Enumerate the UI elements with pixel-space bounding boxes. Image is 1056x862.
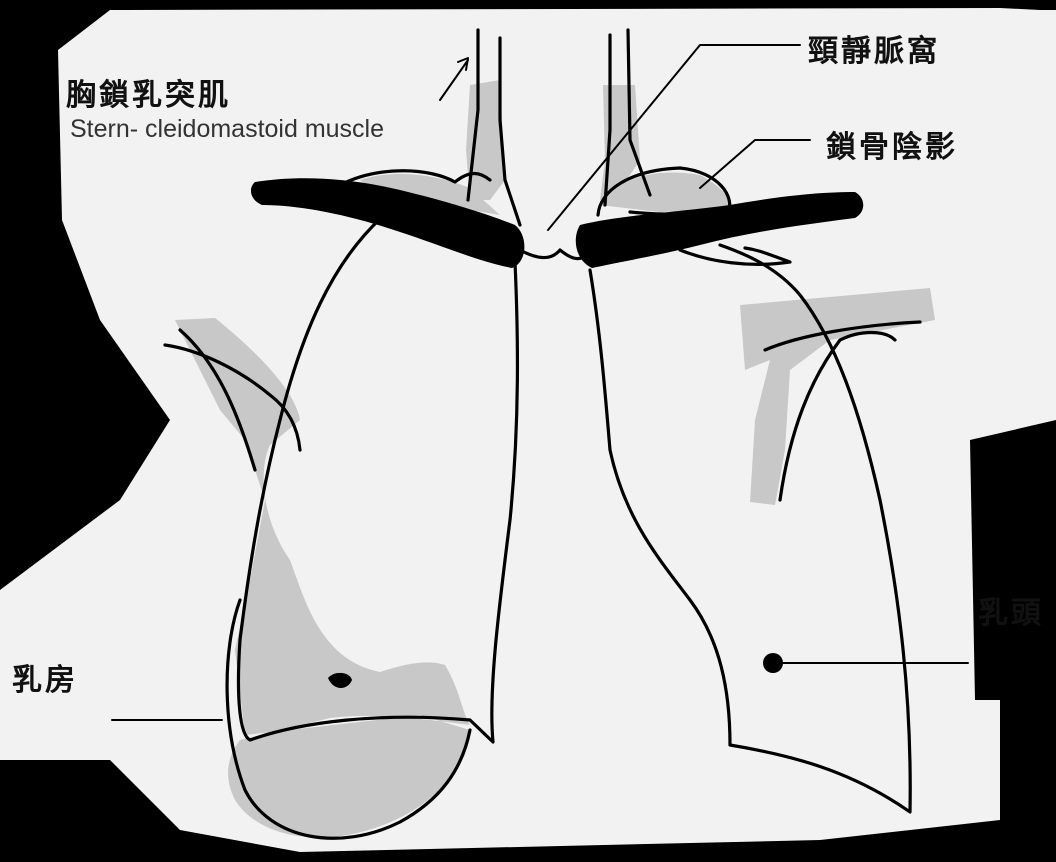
jugular-notch-label: 頸靜脈窩 <box>808 26 940 70</box>
nipple-label: 乳頭 <box>978 588 1044 632</box>
breast-label: 乳房 <box>12 655 78 699</box>
right-nipple-dot <box>763 653 783 673</box>
scm-label-en: Stern- cleidomastoid muscle <box>70 115 384 144</box>
clavicle-shadow-label: 鎖骨陰影 <box>826 122 958 166</box>
scm-label-cn: 胸鎖乳突肌 <box>66 70 231 114</box>
